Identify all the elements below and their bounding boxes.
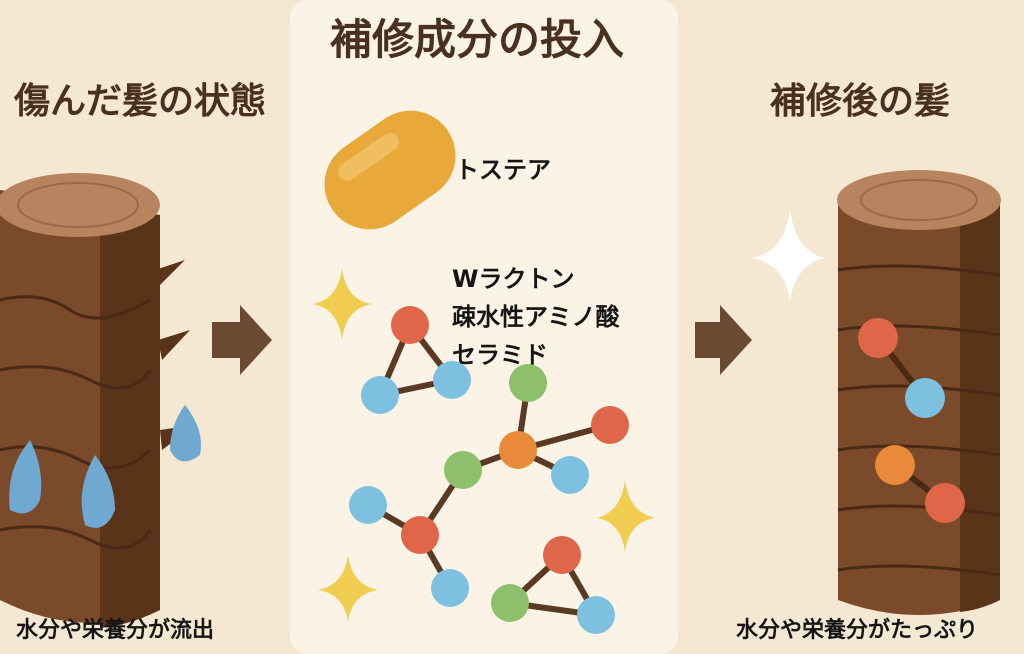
ingredient-label: 疎水性アミノ酸 — [452, 303, 620, 331]
sparkle-icon — [752, 210, 825, 300]
molecule-atoms — [349, 306, 629, 634]
middle-panel — [290, 0, 678, 654]
damaged-hair-icon — [0, 173, 201, 628]
repaired-hair-icon — [837, 170, 1001, 615]
sparkle-icon — [312, 268, 655, 622]
arrow-right-icon — [695, 305, 752, 375]
repair-ingredients-title: 補修成分の投入 — [330, 15, 625, 64]
ingredient-label: Wラクトン — [452, 265, 575, 293]
capsule-label: トステア — [455, 156, 551, 184]
repaired-hair-title: 補修後の髪 — [770, 81, 951, 122]
damaged-caption: 水分や栄養分が流出 — [16, 618, 215, 643]
repaired-caption: 水分や栄養分がたっぷり — [736, 618, 979, 643]
capsule-icon — [324, 110, 456, 230]
arrow-right-icon — [212, 305, 272, 375]
molecule-labels: Wラクトン 疎水性アミノ酸 セラミド — [452, 260, 620, 374]
ingredient-label: セラミド — [452, 341, 548, 369]
damaged-hair-title: 傷んだ髪の状態 — [14, 81, 267, 122]
